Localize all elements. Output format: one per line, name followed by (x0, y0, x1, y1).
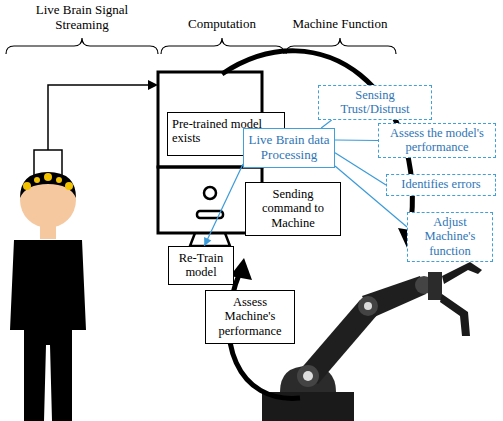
connector (321, 120, 331, 128)
task-box: Adjust Machine's function (407, 212, 493, 262)
person-figure (10, 172, 86, 421)
connector (335, 140, 378, 142)
section-label: Computation (172, 17, 272, 32)
task-box: Identifies errors (386, 174, 496, 196)
task-box: Assess the model's performance (378, 123, 496, 158)
connector (204, 164, 243, 246)
section-label: Live Brain Signal Streaming (20, 3, 144, 33)
trust-box: Sensing Trust/Distrust (318, 85, 432, 120)
bracket (6, 38, 396, 54)
process-box: Live Brain data Processing (243, 128, 335, 168)
node-text: Re-Train model (173, 251, 229, 280)
node-text: Assess the model's performance (382, 126, 492, 155)
node-text: Adjust Machine's function (411, 215, 489, 258)
node-text: Assess Machine's performance (210, 295, 290, 338)
signal-wire (34, 80, 158, 176)
process-box: Assess Machine's performance (205, 290, 295, 344)
node-text: Sending command to Machine (250, 187, 336, 230)
process-box: Re-Train model (168, 246, 234, 285)
node-text: Identifies errors (390, 177, 492, 191)
node-text: Sensing Trust/Distrust (322, 88, 428, 117)
process-box: Sending command to Machine (245, 182, 341, 236)
section-label: Machine Function (280, 17, 400, 32)
node-text: Live Brain data Processing (248, 133, 330, 163)
